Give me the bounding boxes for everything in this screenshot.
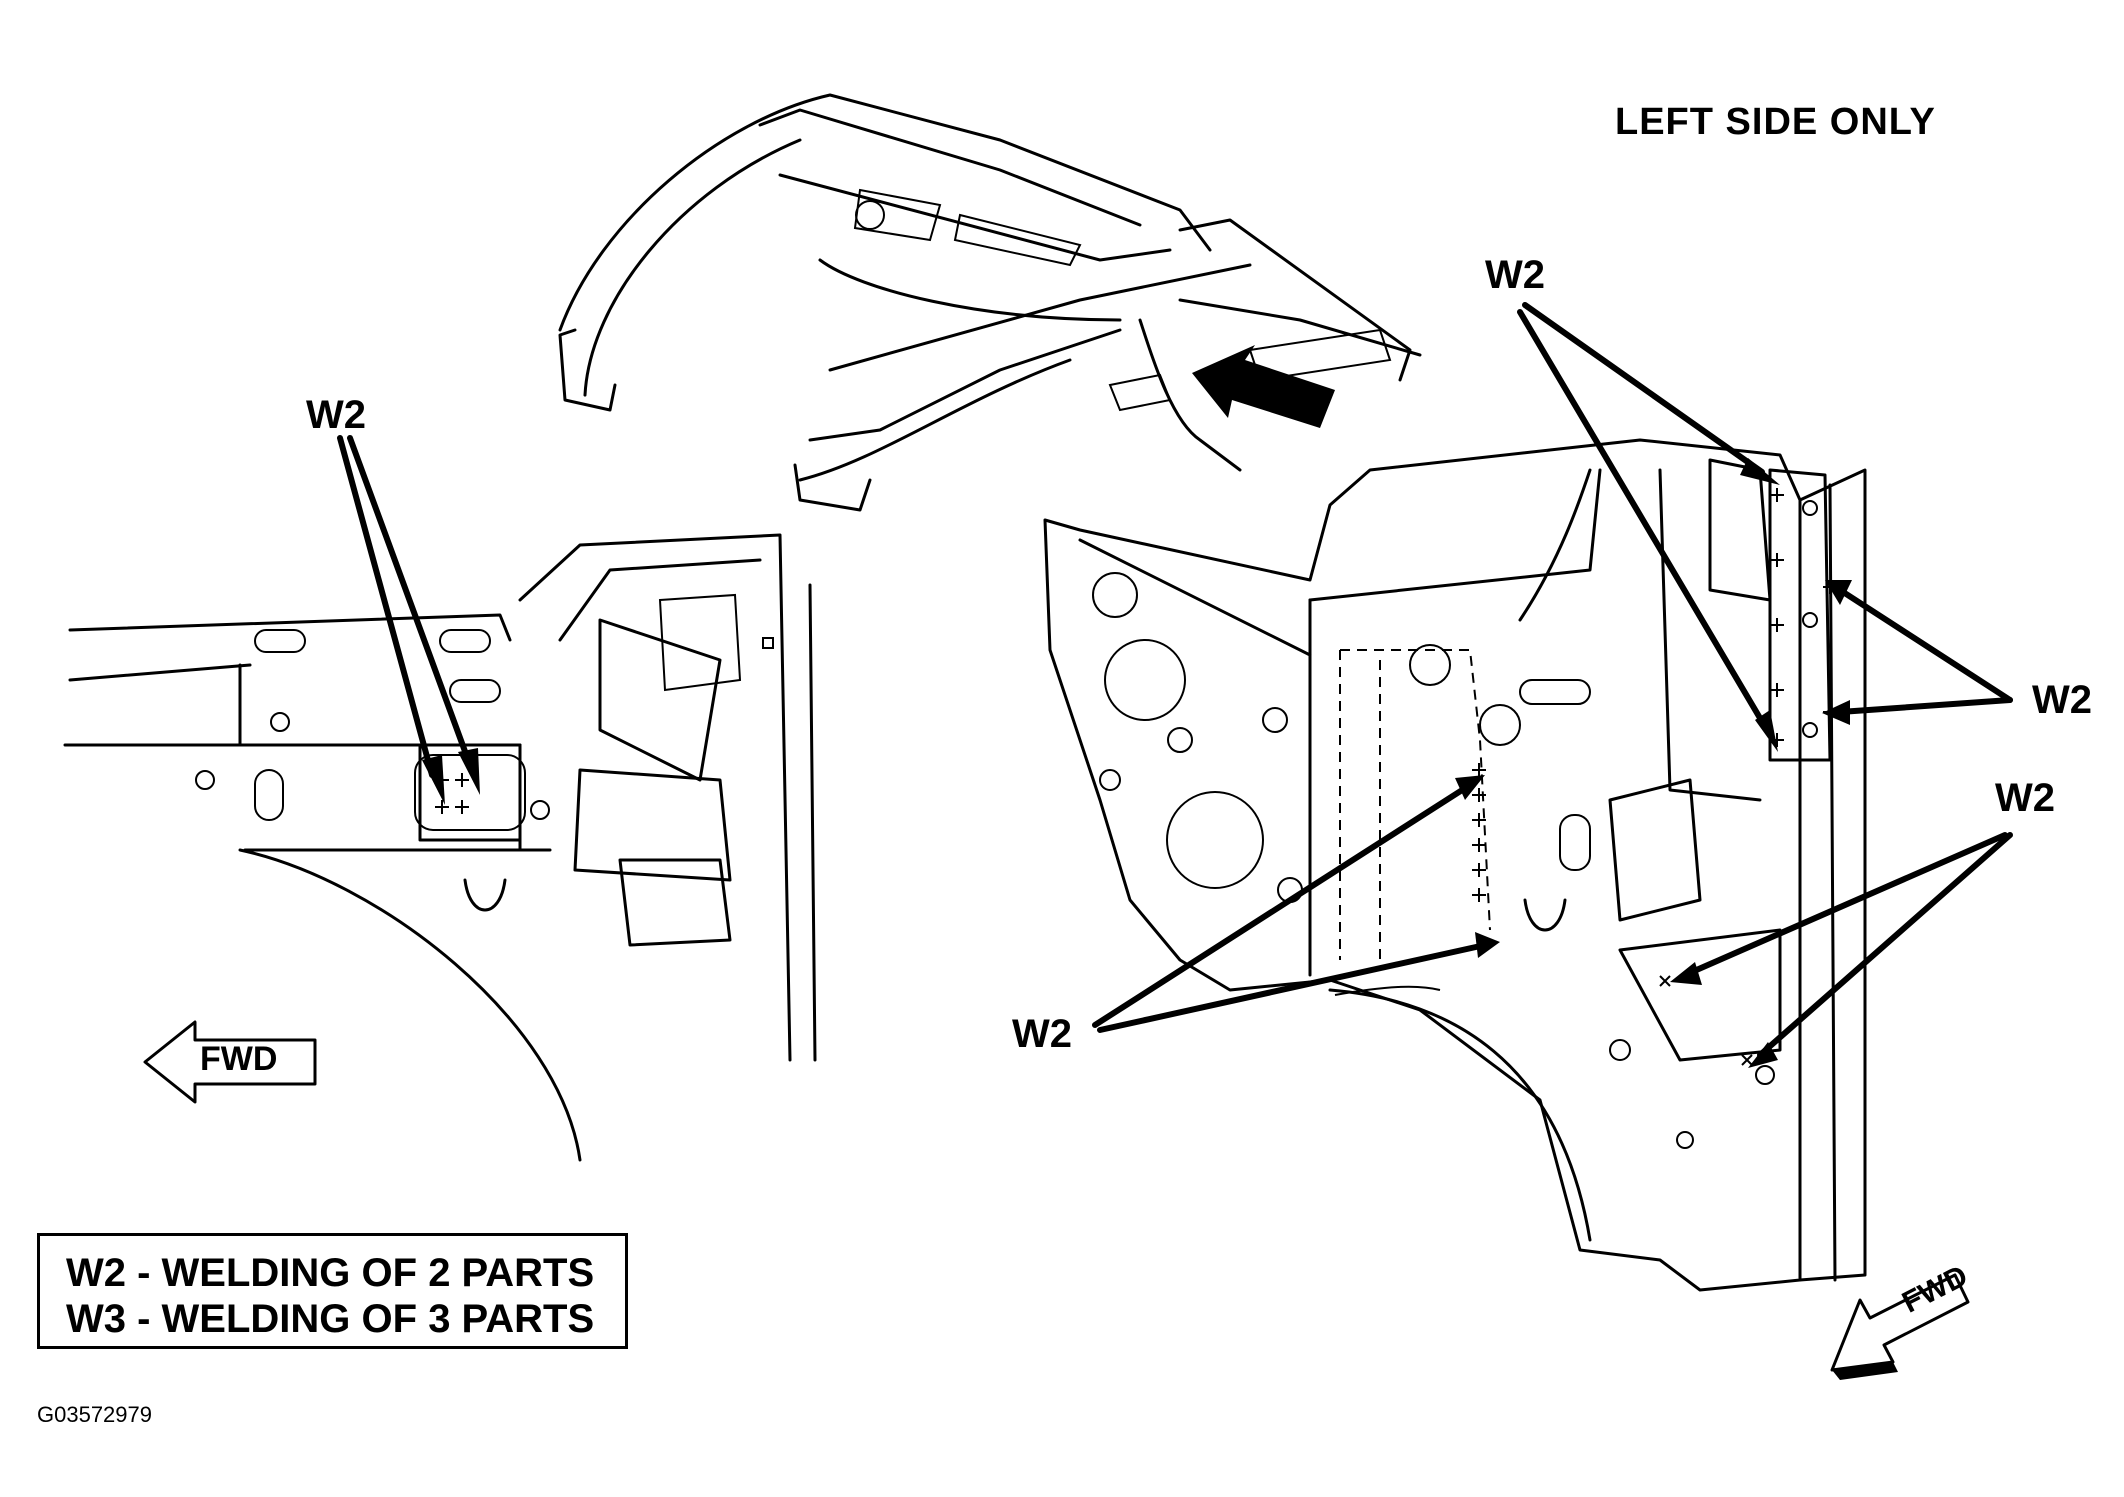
fwd-arrow-right-outline <box>1830 1273 1970 1380</box>
left-callout-arrows <box>337 435 480 805</box>
fwd-label-left: FWD <box>200 1040 278 1078</box>
left-detail-view <box>63 533 817 1162</box>
overview-pointer-arrow <box>1192 345 1335 428</box>
callout-w2-right-side-mid: W2 <box>2032 678 2092 722</box>
right-detail-view <box>1043 438 1867 1292</box>
legend-line-w2: W2 - WELDING OF 2 PARTS <box>66 1251 595 1295</box>
callout-w2-right-bottom: W2 <box>1012 1012 1072 1056</box>
figure-id: G03572979 <box>37 1402 152 1427</box>
diagram-title: LEFT SIDE ONLY <box>1615 101 1936 143</box>
callout-w2-right-top: W2 <box>1485 253 1545 297</box>
callout-w2-left-view: W2 <box>306 393 366 437</box>
right-callout-arrows <box>1092 302 2013 1068</box>
fwd-arrow-left-outline <box>143 1020 317 1104</box>
weld-marks-right-vertical <box>1472 488 1837 902</box>
legend-line-w3: W3 - WELDING OF 3 PARTS <box>66 1297 595 1341</box>
overview-body-structure <box>558 93 1422 512</box>
legend-box: W2 - WELDING OF 2 PARTS W3 - WELDING OF … <box>37 1233 628 1349</box>
callout-w2-right-side-lower: W2 <box>1995 776 2055 820</box>
